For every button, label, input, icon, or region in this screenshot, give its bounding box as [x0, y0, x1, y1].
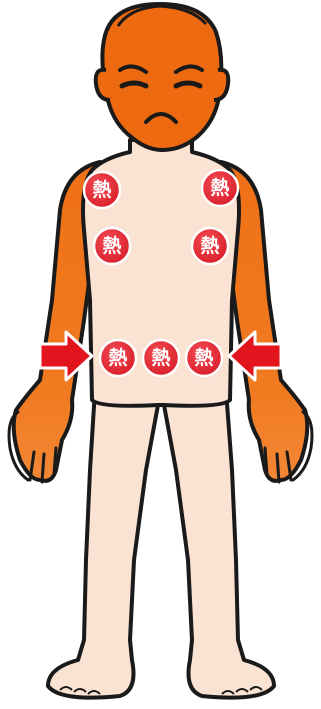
- heat-label: 熱: [151, 346, 170, 369]
- heat-label: 熱: [210, 176, 229, 199]
- heat-label: 熱: [194, 346, 213, 369]
- heat-label: 熱: [102, 234, 121, 257]
- heat-spot-right-shoulder: 熱: [202, 170, 238, 206]
- heat-spot-right-chest: 熱: [192, 228, 228, 264]
- heat-label: 熱: [92, 178, 111, 201]
- heat-spot-left-shoulder: 熱: [84, 172, 120, 208]
- heat-spot-right-waist: 熱: [186, 340, 222, 376]
- heat-spot-center-waist: 熱: [143, 340, 179, 376]
- heat-spot-left-chest: 熱: [94, 228, 130, 264]
- heat-label: 熱: [200, 234, 219, 257]
- legs: [48, 390, 274, 698]
- heat-spot-left-waist: 熱: [100, 340, 136, 376]
- heat-label: 熱: [108, 346, 127, 369]
- head: [102, 4, 221, 150]
